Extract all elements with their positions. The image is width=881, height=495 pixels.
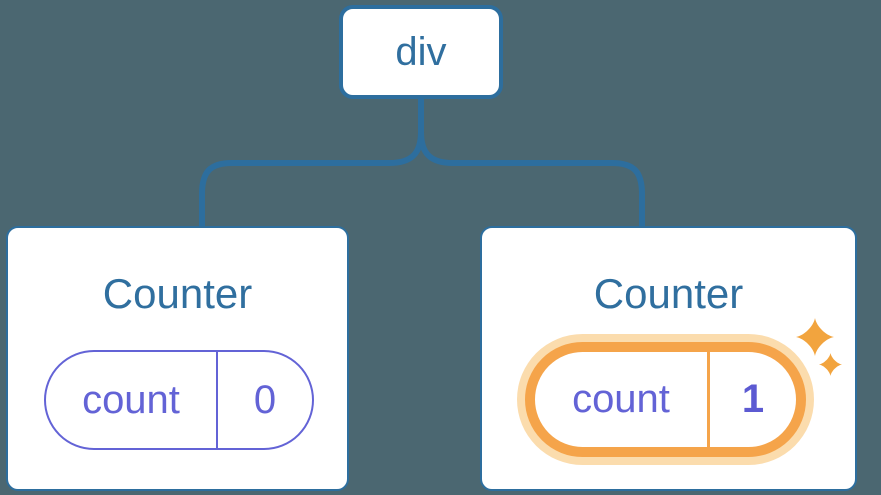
component-title: Counter (593, 270, 744, 317)
tree-node-counter-right: Counter count 1 (480, 226, 857, 491)
tree-node-div: div (339, 5, 503, 99)
state-key-label: count (82, 377, 180, 422)
state-value: 0 (216, 352, 312, 448)
root-node-label: div (395, 29, 447, 74)
state-pill-highlight-glow: count 1 (517, 334, 814, 465)
state-value: 1 (707, 352, 796, 447)
state-key-label: count (572, 377, 670, 421)
component-title: Counter (102, 270, 253, 317)
state-pill-highlighted: count 1 (525, 342, 806, 457)
state-pill: count 0 (44, 350, 314, 450)
tree-node-counter-left: Counter count 0 (6, 226, 349, 491)
